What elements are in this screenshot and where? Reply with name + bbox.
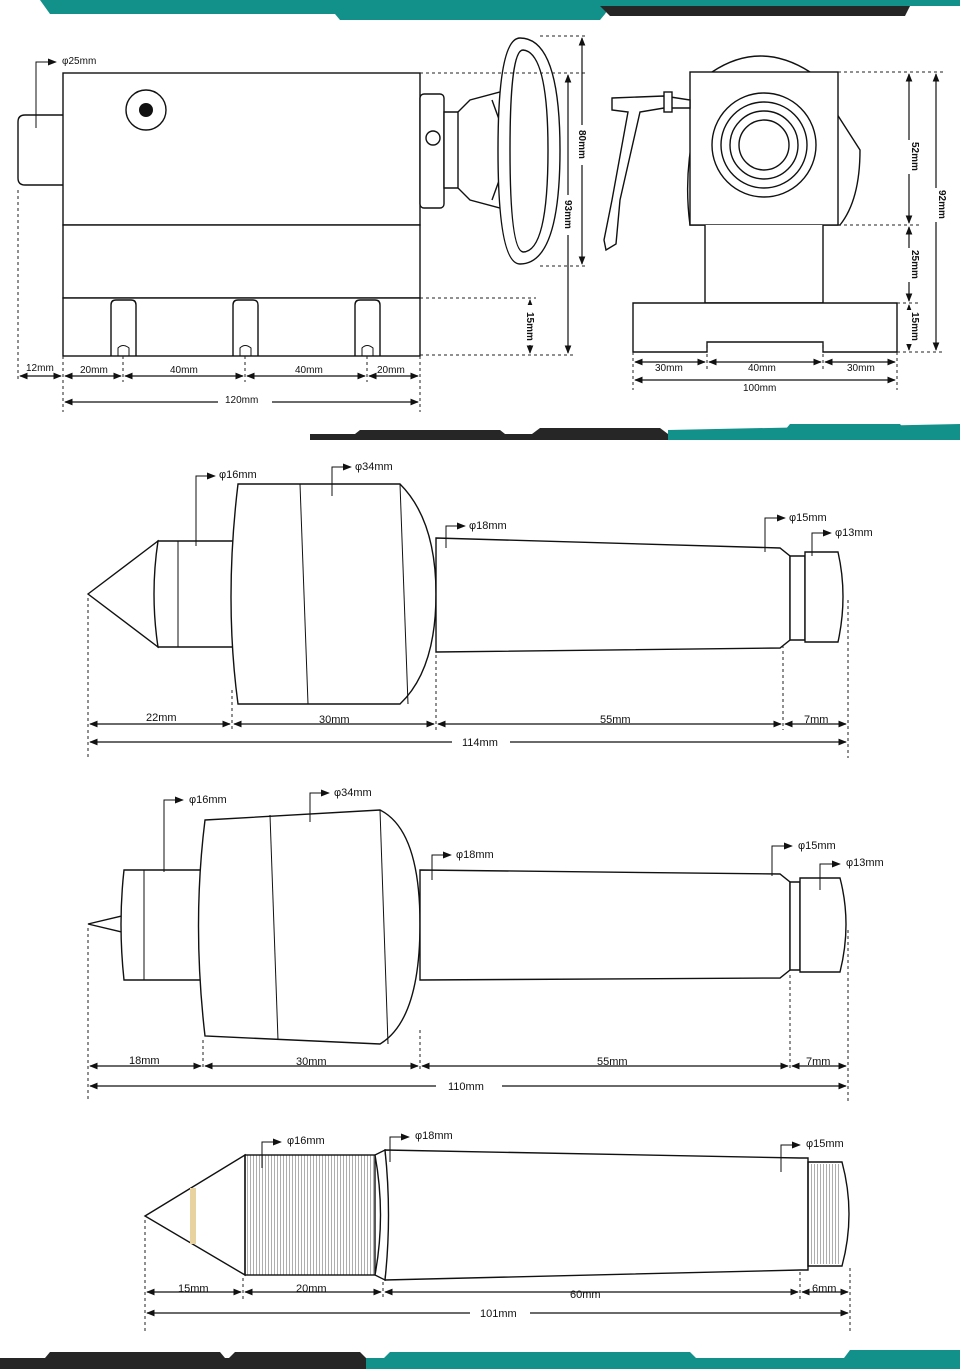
c2-dia-tang: φ13mm <box>846 857 884 869</box>
c1-dia-body: φ34mm <box>355 461 393 473</box>
front-w-20a: 20mm <box>80 365 108 376</box>
front-w-40b: 40mm <box>295 365 323 376</box>
c1-dia-end: φ15mm <box>789 512 827 524</box>
c2-dia-tip: φ16mm <box>189 794 227 806</box>
side-h-25: 25mm <box>909 250 920 279</box>
c1-len-total: 114mm <box>462 737 498 749</box>
side-w-30a: 30mm <box>655 363 683 374</box>
front-w-120: 120mm <box>225 395 258 406</box>
c1-len-tip: 22mm <box>146 712 177 724</box>
front-dia-25: φ25mm <box>62 56 96 67</box>
c3-dia-shank: φ18mm <box>415 1130 453 1142</box>
c2-dia-end: φ15mm <box>798 840 836 852</box>
c3-len-body: 20mm <box>296 1283 327 1295</box>
c3-len-tip: 15mm <box>178 1283 209 1295</box>
bottom-band <box>0 1350 960 1369</box>
c2-len-tang: 7mm <box>806 1056 830 1068</box>
c2-dia-body: φ34mm <box>334 787 372 799</box>
c1-dia-tang: φ13mm <box>835 527 873 539</box>
divider-band-1 <box>310 424 960 440</box>
c1-len-shank: 55mm <box>600 714 631 726</box>
side-w-40: 40mm <box>748 363 776 374</box>
c2-len-tip: 18mm <box>129 1055 160 1067</box>
c3-dia-body: φ16mm <box>287 1135 325 1147</box>
front-w-20b: 20mm <box>377 365 405 376</box>
live-center-1: φ16mm φ34mm φ18mm φ15mm φ13mm 22mm 30mm … <box>86 461 873 758</box>
side-h-92: 92mm <box>936 190 947 219</box>
front-w-12: 12mm <box>26 363 54 374</box>
c3-dia-end: φ15mm <box>806 1138 844 1150</box>
c2-len-total: 110mm <box>448 1081 484 1093</box>
tailstock-front-view: φ25mm 80mm 93mm 15mm 12mm 20mm 40mm 40mm… <box>17 35 589 412</box>
c3-len-end: 6mm <box>812 1283 836 1295</box>
c3-len-shank: 60mm <box>570 1289 601 1301</box>
c1-dia-shank: φ18mm <box>469 520 507 532</box>
top-band <box>40 0 960 20</box>
front-h-15: 15mm <box>524 312 535 341</box>
c1-len-tang: 7mm <box>804 714 828 726</box>
c2-len-body: 30mm <box>296 1056 327 1068</box>
front-h-80: 80mm <box>576 130 587 159</box>
front-h-93: 93mm <box>562 200 573 229</box>
side-h-15: 15mm <box>909 312 920 341</box>
dead-center-3: φ16mm φ18mm φ15mm 15mm 20mm 60mm 6mm 101… <box>143 1130 851 1332</box>
front-w-40a: 40mm <box>170 365 198 376</box>
c1-dia-tip: φ16mm <box>219 469 257 481</box>
side-w-100: 100mm <box>743 383 776 394</box>
c2-len-shank: 55mm <box>597 1056 628 1068</box>
side-w-30b: 30mm <box>847 363 875 374</box>
live-center-2: φ16mm φ34mm φ18mm φ15mm φ13mm 18mm 30mm … <box>87 787 884 1102</box>
c1-len-body: 30mm <box>319 714 350 726</box>
tailstock-side-view: 52mm 25mm 15mm 92mm 30mm 40mm 30mm 100mm <box>603 55 947 394</box>
side-h-52: 52mm <box>909 142 920 171</box>
c2-dia-shank: φ18mm <box>456 849 494 861</box>
c3-len-total: 101mm <box>480 1308 517 1320</box>
